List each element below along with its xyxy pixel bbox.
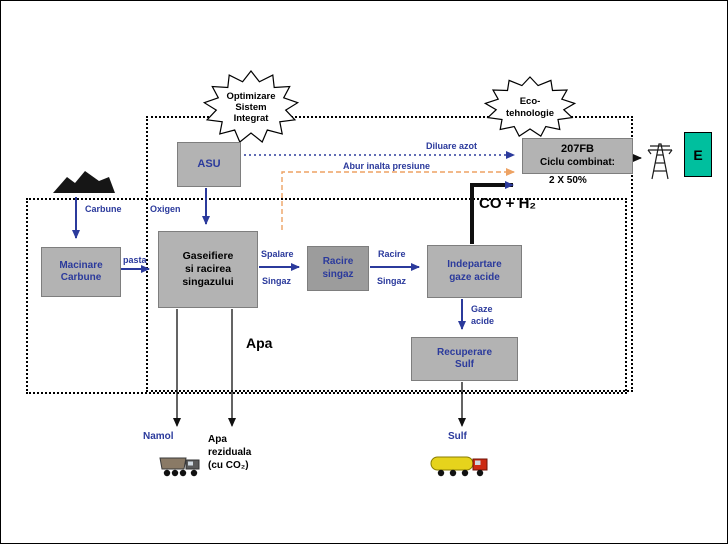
box-line: Racire [322, 256, 354, 268]
dump-truck-icon [159, 457, 200, 477]
tanker-wheel [437, 469, 445, 477]
label-apa: Apa [246, 335, 273, 351]
label-pasta: pasta [123, 255, 147, 265]
burst-shape [202, 70, 300, 143]
box-line: singaz [322, 268, 354, 280]
power-tower-icon [647, 143, 673, 180]
tower-lattice [647, 143, 673, 180]
coal-pile-icon [53, 171, 115, 193]
ciclu-combinat-box: 207FB Ciclu combinat: [522, 138, 633, 174]
label-line: Apa [208, 434, 227, 445]
box-line: Sulf [455, 359, 474, 370]
truck-wheel [190, 469, 198, 477]
box-line: Recuperare [436, 346, 493, 358]
arrow-co-h2 [470, 181, 514, 244]
label-line: (cu CO₂) [208, 460, 249, 471]
coal-pile-shape [53, 171, 115, 193]
truck-window [188, 461, 193, 466]
eco-burst: Eco- tehnologie [483, 76, 577, 137]
box-line: Macinare [59, 259, 103, 271]
tanker-truck-icon [430, 456, 488, 477]
burst-line: tehnologie [506, 108, 554, 119]
racire-singaz-box: Racire singaz [307, 246, 369, 291]
label-acide: acide [471, 316, 495, 326]
label-apa-reziduala: Apa reziduala (cu CO₂) [208, 433, 251, 472]
box-line: singazului [182, 275, 234, 288]
system-boundary-integrated [146, 116, 633, 392]
label-spalare: Spalare [261, 249, 294, 259]
label-singaz-b: Singaz [377, 276, 407, 286]
tanker-wheel [461, 469, 469, 477]
burst-line: Sistem [235, 102, 266, 113]
truck-bed [159, 457, 187, 470]
tanker-wheel [449, 469, 457, 477]
label-oxigen: Oxigen [150, 204, 181, 214]
line-abur-presiune [281, 168, 515, 230]
label-singaz-a: Singaz [262, 276, 292, 286]
box-line: Gaseifiere [182, 250, 234, 263]
box-line: si racirea [184, 263, 232, 276]
electricity-label: E [693, 146, 703, 163]
burst-line: Integrat [234, 113, 270, 124]
burst-line: Optimizare [226, 91, 275, 102]
box-line: Ciclu combinat: [539, 156, 615, 168]
box-line: 207FB [560, 143, 595, 156]
electricity-box: E [684, 132, 712, 177]
gaseifiere-box: Gaseifiere si racirea singazului [158, 231, 258, 308]
box-line: gaze acide [449, 271, 500, 283]
tanker-tank [430, 456, 474, 471]
asu-box: ASU [177, 142, 241, 187]
optimizare-burst: Optimizare Sistem Integrat [202, 70, 300, 143]
indepartare-gaze-acide-box: Indepartare gaze acide [427, 245, 522, 298]
label-racire: Racire [378, 249, 406, 259]
box-line: Carbune [60, 272, 102, 283]
label-2x50: 2 X 50% [549, 175, 587, 186]
truck-wheel [171, 469, 179, 477]
label-diluare-azot: Diluare azot [426, 141, 478, 151]
label-namol: Namol [143, 431, 174, 442]
label-line: reziduala [208, 447, 252, 458]
burst-shape [483, 76, 577, 137]
truck-wheel [163, 469, 171, 477]
tanker-wheel [476, 469, 484, 477]
tanker-window [475, 460, 481, 465]
macinare-carbune-box: Macinare Carbune [41, 247, 121, 297]
system-boundary-plant [26, 198, 627, 394]
label-gaze: Gaze [471, 304, 493, 314]
label-carbune: Carbune [85, 204, 122, 214]
label-co-h2: CO + H₂ [479, 195, 537, 212]
truck-wheel [179, 469, 187, 477]
asu-label: ASU [197, 157, 221, 170]
label-abur: Abur inalta presiune [343, 161, 431, 171]
burst-line: Eco- [520, 96, 541, 107]
box-line: Indepartare [447, 259, 502, 271]
label-sulf: Sulf [448, 431, 467, 442]
recuperare-sulf-box: Recuperare Sulf [411, 337, 518, 381]
